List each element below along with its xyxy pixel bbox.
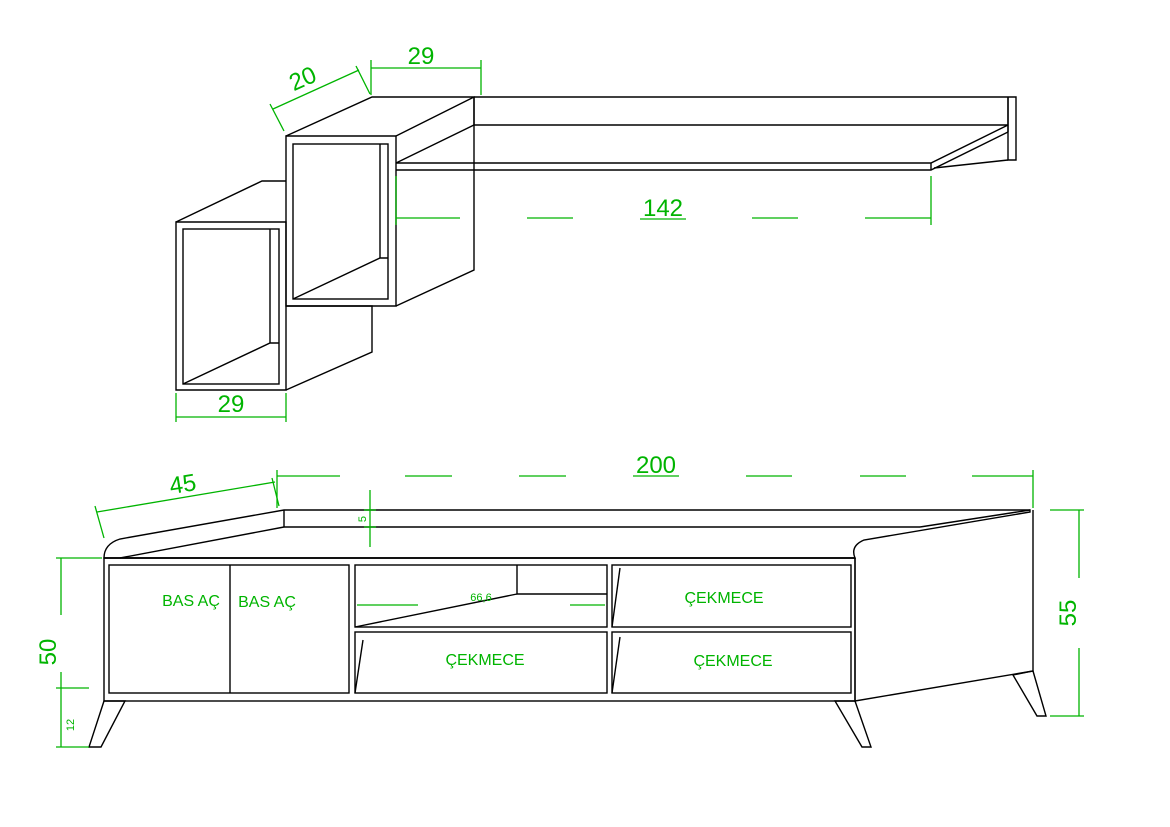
upper-box [285, 96, 475, 307]
label-door-left: BAS AÇ [162, 593, 220, 610]
label-door-right: BAS AÇ [238, 594, 296, 611]
dim-cabinet-depth: 45 [168, 469, 199, 500]
label-drawer-right-bottom: ÇEKMECE [693, 653, 772, 670]
cabinet-labels: BAS AÇ BAS AÇ ÇEKMECE ÇEKMECE ÇEKMECE [162, 590, 772, 670]
cabinet-front [103, 510, 1034, 702]
dim-cabinet-length: 200 [636, 452, 676, 479]
dim-back-lip: 5 [357, 516, 369, 522]
long-shelf [395, 96, 1017, 171]
lower-box [175, 180, 373, 391]
dim-shelf-depth: 20 [285, 61, 320, 97]
dim-shelf-length: 142 [643, 195, 683, 222]
dim-inner-width: 66,6 [470, 592, 491, 604]
dim-lower-box-width: 29 [218, 391, 245, 418]
cabinet-top [103, 509, 1031, 559]
cabinet-dimensions: 200 45 5 66,6 50 12 [35, 452, 1084, 748]
dim-leg-height: 12 [65, 719, 77, 731]
label-drawer-right-top: ÇEKMECE [684, 590, 763, 607]
shelf-dimensions: 20 29 142 29 [175, 43, 932, 422]
tv-cabinet: BAS AÇ BAS AÇ ÇEKMECE ÇEKMECE ÇEKMECE 20… [35, 452, 1084, 748]
dim-body-height: 50 [35, 639, 62, 666]
dim-total-height: 55 [1055, 600, 1082, 627]
dim-upper-box-width: 29 [408, 43, 435, 70]
wall-shelf-unit: 20 29 142 29 [175, 43, 1017, 422]
label-drawer-center: ÇEKMECE [445, 652, 524, 669]
cabinet-legs [88, 670, 1047, 748]
